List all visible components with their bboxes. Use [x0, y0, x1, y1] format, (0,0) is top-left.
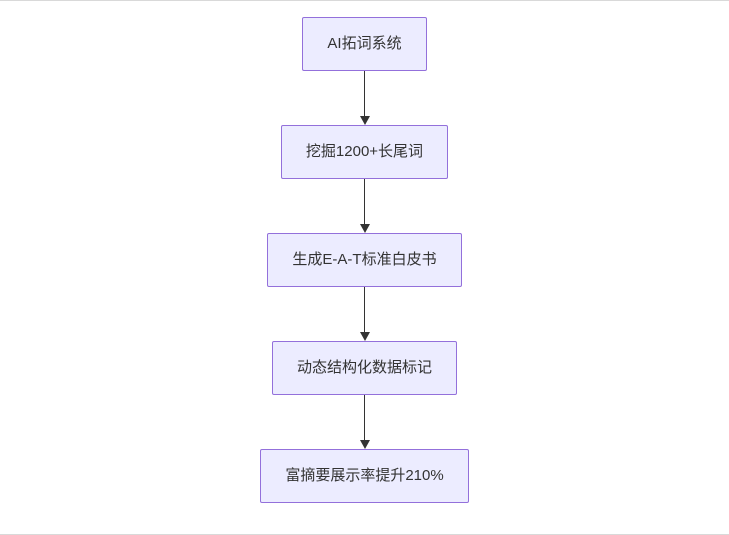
arrow-line: [363, 179, 366, 225]
arrow-line: [363, 287, 366, 333]
flowchart-node-step-3: 生成E-A-T标准白皮书: [267, 233, 462, 287]
node-label: 富摘要展示率提升210%: [285, 467, 444, 484]
arrowhead-icon: [359, 332, 370, 341]
arrow-down-3: [359, 287, 370, 341]
arrow-line: [363, 395, 366, 441]
flowchart-node-step-5: 富摘要展示率提升210%: [260, 449, 469, 503]
node-label: 生成E-A-T标准白皮书: [292, 251, 437, 268]
arrowhead-icon: [359, 440, 370, 449]
node-label: AI拓词系统: [327, 35, 402, 52]
arrow-down-4: [359, 395, 370, 449]
arrow-down-1: [359, 71, 370, 125]
arrow-down-2: [359, 179, 370, 233]
arrowhead-icon: [359, 116, 370, 125]
flowchart-node-step-4: 动态结构化数据标记: [271, 341, 457, 395]
flowchart-node-step-1: AI拓词系统: [302, 17, 427, 71]
flowchart: AI拓词系统 挖掘1200+长尾词 生成E-A-T标准白皮书 动态结构化数据标记: [0, 17, 729, 503]
node-label: 挖掘1200+长尾词: [305, 143, 424, 160]
node-label: 动态结构化数据标记: [296, 359, 432, 376]
arrowhead-icon: [359, 224, 370, 233]
flowchart-node-step-2: 挖掘1200+长尾词: [280, 125, 449, 179]
arrow-line: [363, 71, 366, 117]
